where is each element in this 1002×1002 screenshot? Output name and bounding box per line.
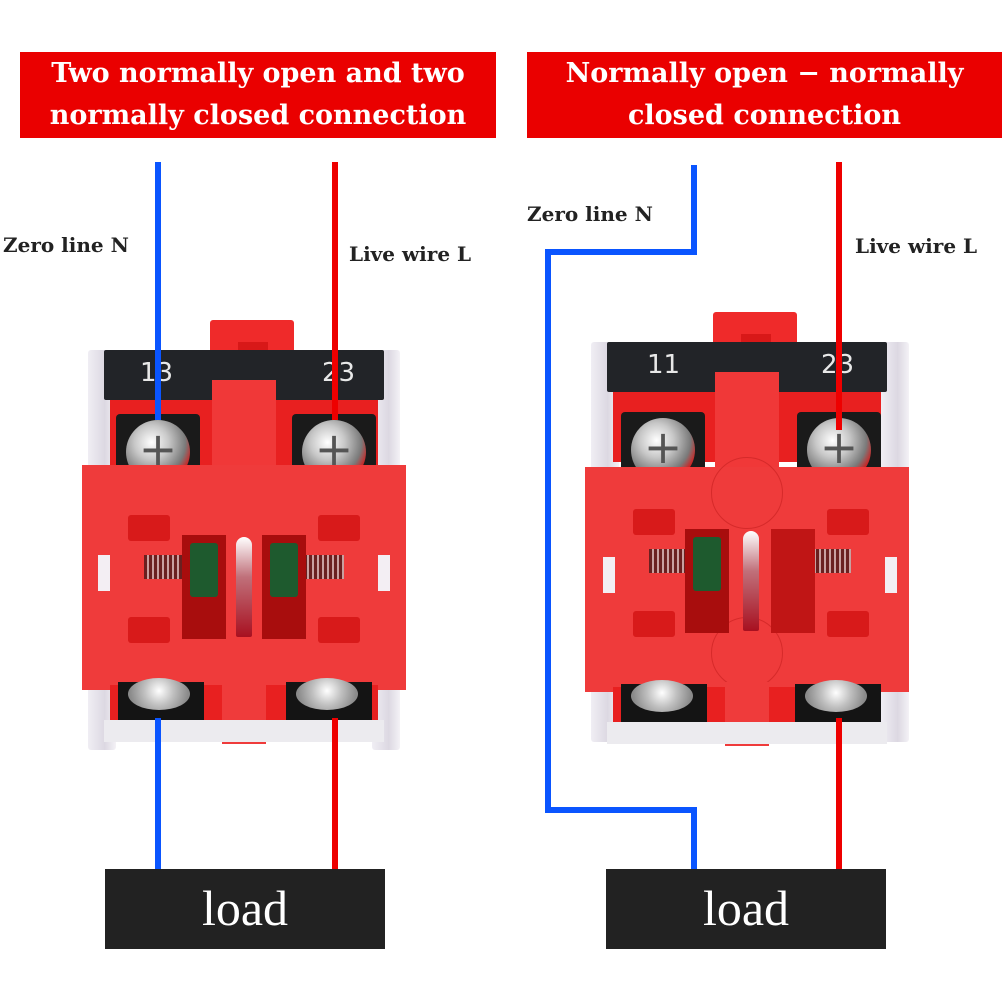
spring-right <box>304 555 344 579</box>
bottom-right-screw-terminal <box>795 680 881 724</box>
right-title-line2: closed connection <box>627 100 902 131</box>
spring-left <box>649 549 689 573</box>
spring-left <box>144 555 184 579</box>
side-notch <box>98 555 110 591</box>
contact-window-left <box>685 529 729 633</box>
side-notch <box>885 557 897 593</box>
ring-mark-top <box>711 457 783 529</box>
right-neutral-wire-jog-bottom <box>545 807 697 813</box>
slot <box>827 509 869 535</box>
right-neutral-wire-top <box>691 165 697 255</box>
screw-icon <box>128 678 190 710</box>
left-contact-block: 13 23 <box>82 320 406 760</box>
green-contact <box>190 543 218 597</box>
bottom-right-screw-terminal <box>286 678 372 722</box>
bottom-left-screw-terminal <box>621 680 707 724</box>
left-live-label: Live wire L <box>349 242 472 266</box>
terminal-number-right: 23 <box>322 358 356 388</box>
center-slot <box>236 537 252 637</box>
slot <box>827 611 869 637</box>
slot <box>128 617 170 643</box>
spring-right <box>811 549 851 573</box>
right-neutral-wire-bottom <box>691 807 697 871</box>
left-live-wire-top <box>332 162 338 420</box>
slot <box>318 617 360 643</box>
screw-icon <box>631 680 693 712</box>
left-neutral-label: Zero line N <box>3 233 129 257</box>
center-slot <box>743 531 759 631</box>
slot <box>128 515 170 541</box>
clear-base <box>607 722 887 744</box>
side-notch <box>378 555 390 591</box>
right-neutral-wire-jog-top <box>545 249 697 255</box>
contact-plate <box>82 465 406 690</box>
contact-window-right <box>262 535 306 639</box>
left-title-banner: Two normally open and two normally close… <box>20 52 496 138</box>
right-title-line1: Normally open − normally <box>565 58 964 89</box>
clear-base <box>104 720 384 742</box>
green-contact <box>270 543 298 597</box>
slot <box>633 611 675 637</box>
right-neutral-label: Zero line N <box>527 202 653 226</box>
right-title-banner: Normally open − normally closed connecti… <box>527 52 1002 138</box>
left-load-box: load <box>105 869 385 949</box>
right-load-box: load <box>606 869 886 949</box>
green-contact <box>693 537 721 591</box>
left-neutral-wire-bottom <box>155 718 161 871</box>
bottom-left-screw-terminal <box>118 678 204 722</box>
left-title-line1: Two normally open and two <box>51 58 465 89</box>
right-neutral-wire-side <box>545 249 551 811</box>
right-live-wire-bottom <box>836 718 842 871</box>
screw-icon <box>805 680 867 712</box>
left-title-line2: normally closed connection <box>49 100 467 131</box>
right-live-wire-top <box>836 162 842 430</box>
contact-window-left <box>182 535 226 639</box>
left-live-wire-bottom <box>332 718 338 871</box>
slot <box>318 515 360 541</box>
right-live-label: Live wire L <box>855 234 978 258</box>
contact-plate <box>585 457 909 692</box>
screw-icon <box>296 678 358 710</box>
side-notch <box>603 557 615 593</box>
slot <box>633 509 675 535</box>
contact-window-right <box>771 529 815 633</box>
right-contact-block: 11 23 <box>585 312 909 752</box>
left-neutral-wire-top <box>155 162 161 420</box>
terminal-number-left: 11 <box>647 350 681 380</box>
